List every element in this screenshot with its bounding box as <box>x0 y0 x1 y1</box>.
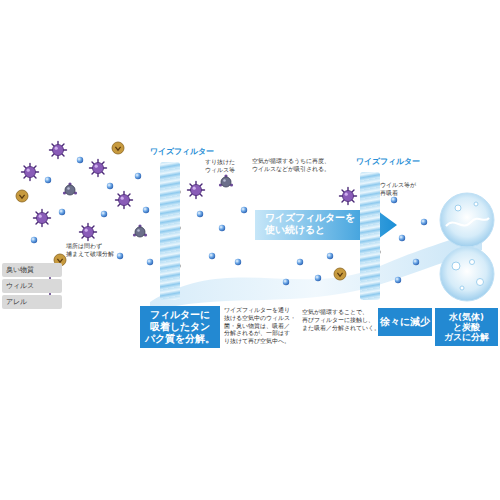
particle <box>135 173 141 179</box>
particle <box>399 235 405 241</box>
box-text: 徐々に減少 <box>380 316 430 327</box>
particle <box>395 277 401 283</box>
smell-icon <box>16 190 28 202</box>
particle <box>143 207 149 213</box>
note-text: 空気が循環するうちに再度、 ウイルスなどが吸引される。 <box>252 157 336 173</box>
water-bubbles <box>440 193 494 301</box>
bubble <box>470 260 475 265</box>
allergen-icon <box>63 182 77 195</box>
smell-icon <box>334 268 346 280</box>
highlight-box: フィルターに 吸着したタン パク質を分解。 <box>140 306 220 348</box>
particle <box>101 211 107 217</box>
smell-icon <box>112 142 124 154</box>
note-text: 空気が循環することで、 再びフィルターに接触し、 また吸着／分解されていく。 <box>302 308 384 331</box>
left-particles <box>16 142 153 267</box>
virus-icon <box>22 164 39 181</box>
virus-icon <box>340 188 357 205</box>
note-text: ワイズフィルターを通り 抜ける空気中のウィルス・ 菌・臭い物質は、吸着／ 分解さ… <box>224 306 302 345</box>
virus-icon <box>188 182 205 199</box>
particle <box>327 253 333 259</box>
particle <box>77 157 83 163</box>
filter-heading: ワイズフィルター <box>150 146 214 157</box>
virus-icon <box>90 160 107 177</box>
particle <box>107 183 113 189</box>
legend-row: 臭い物質 <box>2 263 62 277</box>
bubble <box>474 202 478 206</box>
box-text: 水(気体)と炭酸 ガスに分解 <box>437 312 496 343</box>
particle <box>45 177 51 183</box>
filter-band: ワイズフィルター <box>160 162 180 300</box>
filter-heading: ワイズフィルター <box>356 156 420 167</box>
particle <box>59 209 65 215</box>
virus-icon <box>34 210 51 227</box>
allergen-icon <box>219 174 233 187</box>
water-wave <box>446 218 489 226</box>
bubble <box>455 205 461 211</box>
allergen-icon <box>133 224 147 237</box>
box-text: フィルターに 吸着したタン パク質を分解。 <box>142 309 218 345</box>
particle <box>421 219 427 225</box>
virus-icon <box>80 224 97 241</box>
passing-particles <box>188 174 248 265</box>
particle <box>413 259 419 265</box>
legend-row: ウィルス <box>2 279 62 293</box>
particle <box>391 197 397 203</box>
particle <box>219 225 225 231</box>
legend-text: ウィルス <box>6 281 34 291</box>
highlight-box: 徐々に減少 <box>378 308 432 336</box>
arrow-text: ワイズフィルターを 使い続けると <box>265 212 361 236</box>
water-circle <box>440 193 494 247</box>
legend-row: アレル <box>2 295 62 309</box>
highlight-box: 水(気体)と炭酸 ガスに分解 <box>435 308 498 346</box>
particle <box>241 207 247 213</box>
air-swoosh <box>150 230 482 312</box>
particle <box>147 259 153 265</box>
note-text: 場所は問わず 捕まえて破壊分解 <box>66 242 120 258</box>
bubble <box>460 286 464 290</box>
bubble <box>452 262 460 270</box>
particle <box>197 211 203 217</box>
legend-text: 臭い物質 <box>6 265 34 275</box>
particle <box>315 275 321 281</box>
particle <box>297 259 303 265</box>
note-text: すり抜けた ウィルス等 <box>205 158 241 174</box>
filter-band: ワイズフィルター <box>360 172 380 300</box>
legend-text: アレル <box>6 297 27 307</box>
note-text: ウイルス等が 再吸着 <box>380 181 420 197</box>
particle <box>235 259 241 265</box>
virus-icon <box>116 192 133 209</box>
virus-icon <box>50 142 67 159</box>
water-circle <box>440 247 494 301</box>
particle <box>209 253 215 259</box>
particle <box>117 253 123 259</box>
particle <box>283 279 289 285</box>
bubble <box>477 279 484 286</box>
particle <box>31 237 37 243</box>
